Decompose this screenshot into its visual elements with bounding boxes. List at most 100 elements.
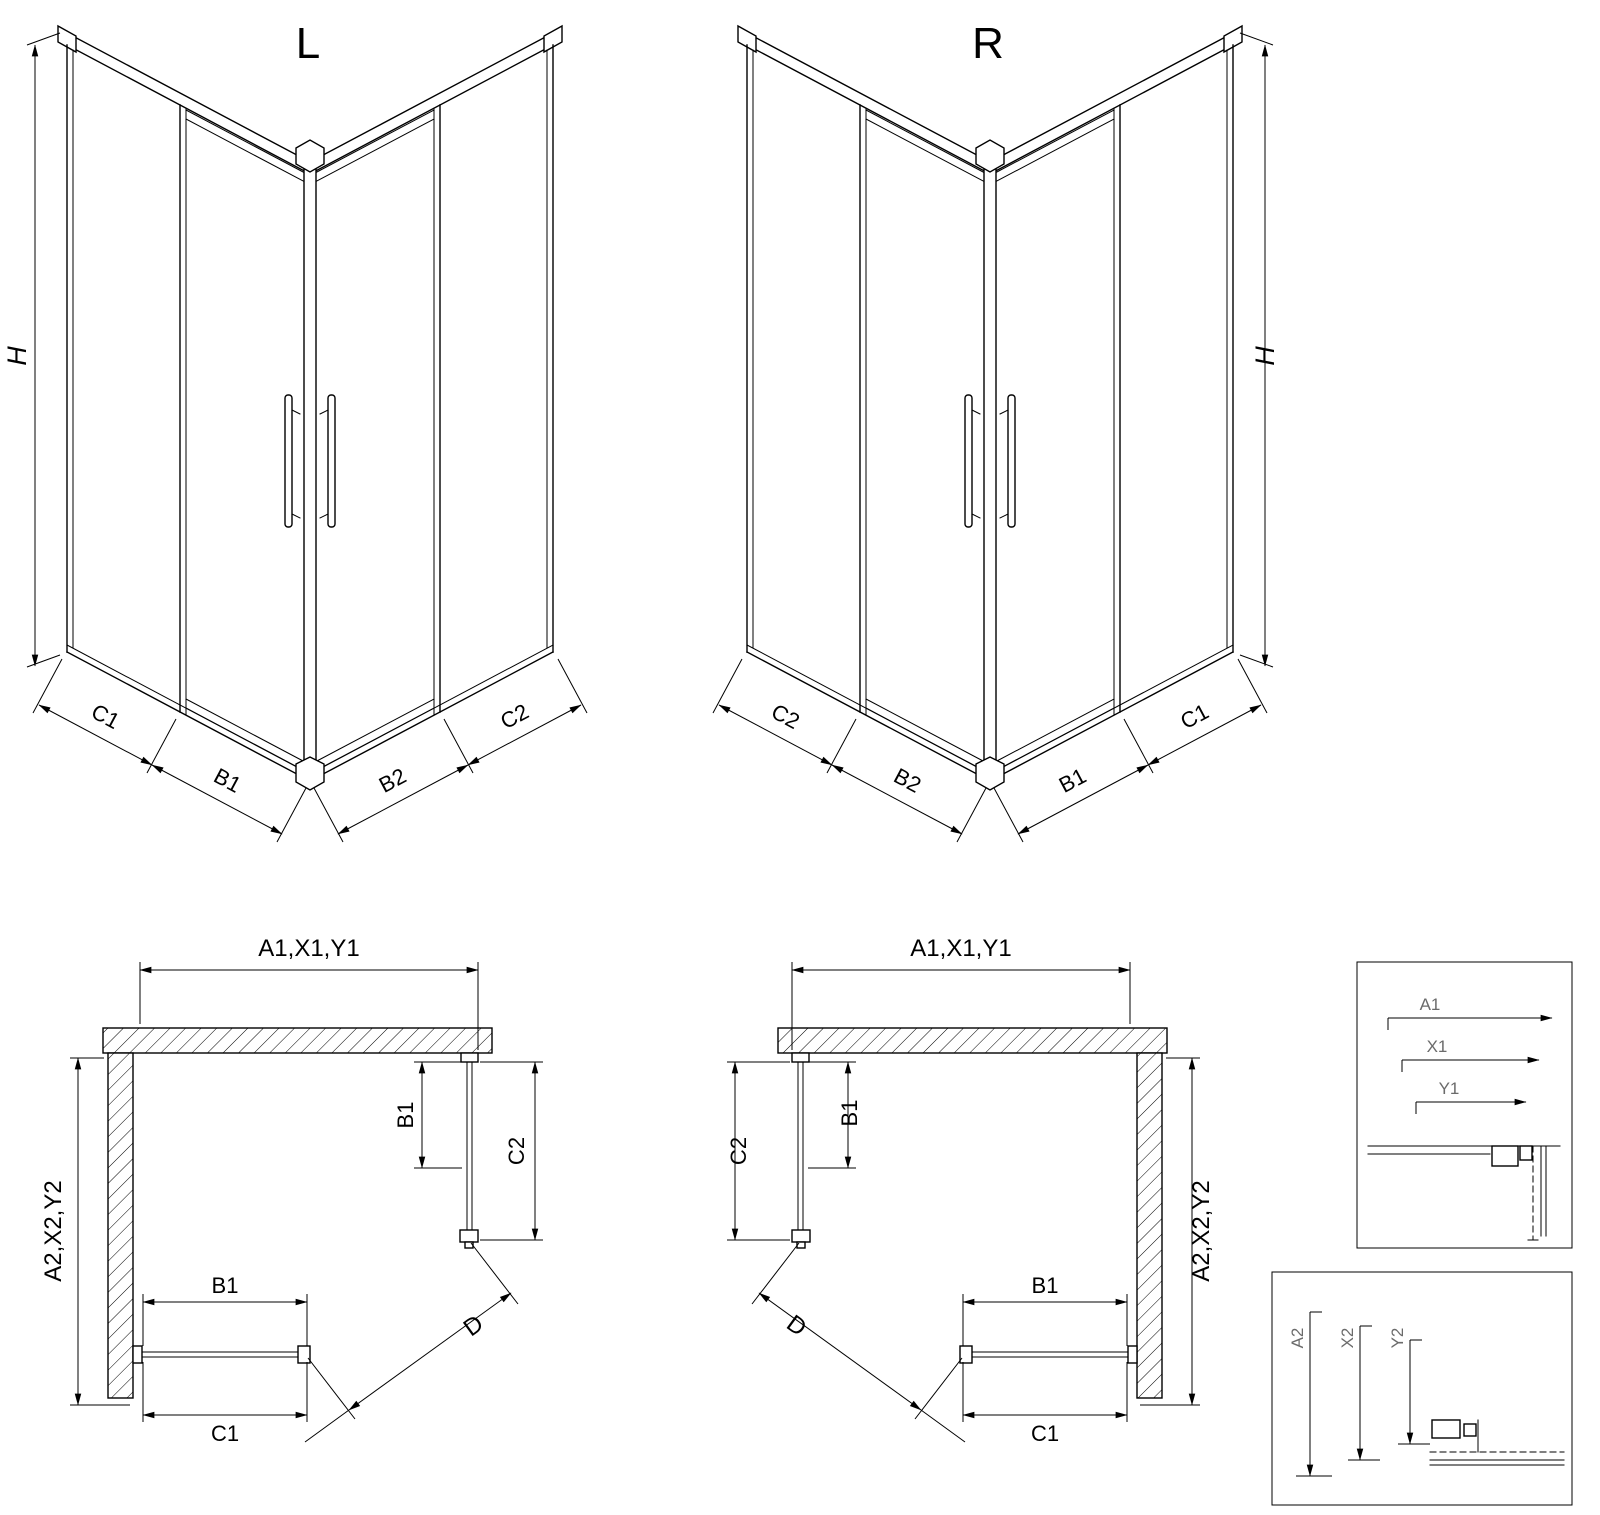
glass-bottom-run [132,1351,309,1358]
b1-extensions [414,1061,462,1169]
d-extensions [751,1242,966,1443]
rail-end-cap [737,24,757,54]
plan-view-right: A1,X1,Y1 A2,X2,Y2 C2 B1 B1 C1 D [726,935,1215,1446]
door-handle-left [964,394,973,528]
door-edge-profile2 [796,1241,806,1249]
dim-label-b1: B1 [210,763,246,798]
rail-end-cap [57,24,77,54]
dim-label-c2: C2 [496,699,533,734]
detail-label-y1: Y1 [1439,1079,1460,1098]
profile-clip [1463,1423,1477,1437]
dim-label-b1-bottom: B1 [1032,1273,1059,1298]
profile-bracket [1491,1145,1519,1167]
c1-dim-line [1147,704,1262,766]
c1-extensions [142,1362,308,1422]
wall-right [1136,1052,1163,1399]
d-dim-line [758,1292,922,1411]
b1-dim-line [1017,764,1149,835]
dim-label-b1: B1 [1055,763,1091,798]
glass-top-fitting [791,1052,810,1063]
handle-standoffs [291,409,301,519]
detail-label-y2: Y2 [1388,1328,1407,1349]
left-door-top-rail [865,109,986,183]
glass-right-return [466,1052,473,1239]
view-label-R: R [972,19,1004,68]
right-door-bottom-rail [994,698,1115,772]
dim-label-d: D [781,1310,811,1342]
glass-top-fitting [460,1052,479,1063]
dim-label-b1-bottom: B1 [212,1273,239,1298]
detail-label-x2: X2 [1338,1328,1357,1349]
dim-label-a1x1y1: A1,X1,Y1 [910,935,1011,962]
wall-left [107,1052,134,1399]
glass-edge-lines [1429,1419,1565,1466]
right-door-top-rail [314,109,435,183]
dim-label-a1x1y1: A1,X1,Y1 [258,935,359,962]
dim-label-h: H [2,346,32,366]
c1-extensions [962,1362,1128,1422]
door-edge-profile [297,1345,311,1364]
dim-label-c2: C2 [767,699,804,734]
corner-top-cap [295,139,325,173]
dim-label-c1: C1 [211,1421,239,1446]
b2-dim-line [831,764,963,835]
dim-label-a2x2y2: A2,X2,Y2 [40,1180,67,1281]
glass-edge-lines [1527,1145,1547,1241]
right-door-bottom-rail [314,698,435,772]
dim-label-c2: C2 [504,1137,529,1165]
detail-view-bottom: A2 X2 Y2 [1271,1271,1573,1506]
glass-bottom-run [961,1351,1138,1358]
iso-view-right: H C2 B2 B1 C1 R [712,19,1280,843]
detail-box [1356,961,1573,1249]
door-edge-profile2 [464,1241,474,1249]
d-extensions [304,1242,519,1443]
door-edge-profile [459,1229,479,1243]
handle-standoffs [971,409,981,519]
dim-label-c2: C2 [726,1137,751,1165]
b1-dim-line [151,764,283,835]
wall-fitting [1127,1345,1138,1364]
handle-standoffs [999,409,1009,519]
dim-label-d: D [459,1310,489,1342]
wall-top [777,1027,1168,1054]
glass-left-return [797,1052,804,1239]
dim-label-a2x2y2: A2,X2,Y2 [1188,1180,1215,1281]
corner-bottom-cap [295,756,325,791]
wall-fitting [132,1345,143,1364]
iso-view-left: H C1 B1 B2 C2 L [2,19,588,843]
detail-label-a2: A2 [1288,1328,1307,1349]
right-door-top-rail [994,109,1115,183]
c2-dim-line [467,704,582,766]
corner-post [303,167,317,775]
dim-label-b2: B2 [890,763,926,798]
plan-view-left: A1,X1,Y1 A2,X2,Y2 B1 C2 B1 C1 D [40,935,543,1446]
left-door-top-rail [185,109,306,183]
door-edge-profile [959,1345,973,1364]
dim-label-h: H [1250,346,1280,366]
dim-label-b2: B2 [375,763,411,798]
detail-view-top: A1 X1 Y1 [1356,961,1573,1249]
left-door-bottom-rail [185,698,306,772]
d-dim-line [348,1292,512,1411]
profile-clip [1519,1145,1533,1161]
detail-label-x1: X1 [1427,1037,1448,1056]
rail-end-cap [543,24,563,54]
dim-label-b1: B1 [393,1102,418,1129]
b2-dim-line [337,764,469,835]
corner-post [983,167,997,775]
dim-label-c1: C1 [87,699,124,734]
wall-top [102,1027,493,1054]
door-edge-profile [791,1229,811,1243]
c2-dim-line [718,704,833,766]
dim-label-b1: B1 [837,1100,862,1127]
door-handle-right [327,394,336,528]
corner-top-cap [975,139,1005,173]
corner-bottom-cap [975,756,1005,791]
detail-box [1271,1271,1573,1506]
left-door-bottom-rail [865,698,986,772]
c1-dim-line [38,704,153,766]
profile-bracket [1431,1419,1461,1439]
rail-end-cap [1223,24,1243,54]
